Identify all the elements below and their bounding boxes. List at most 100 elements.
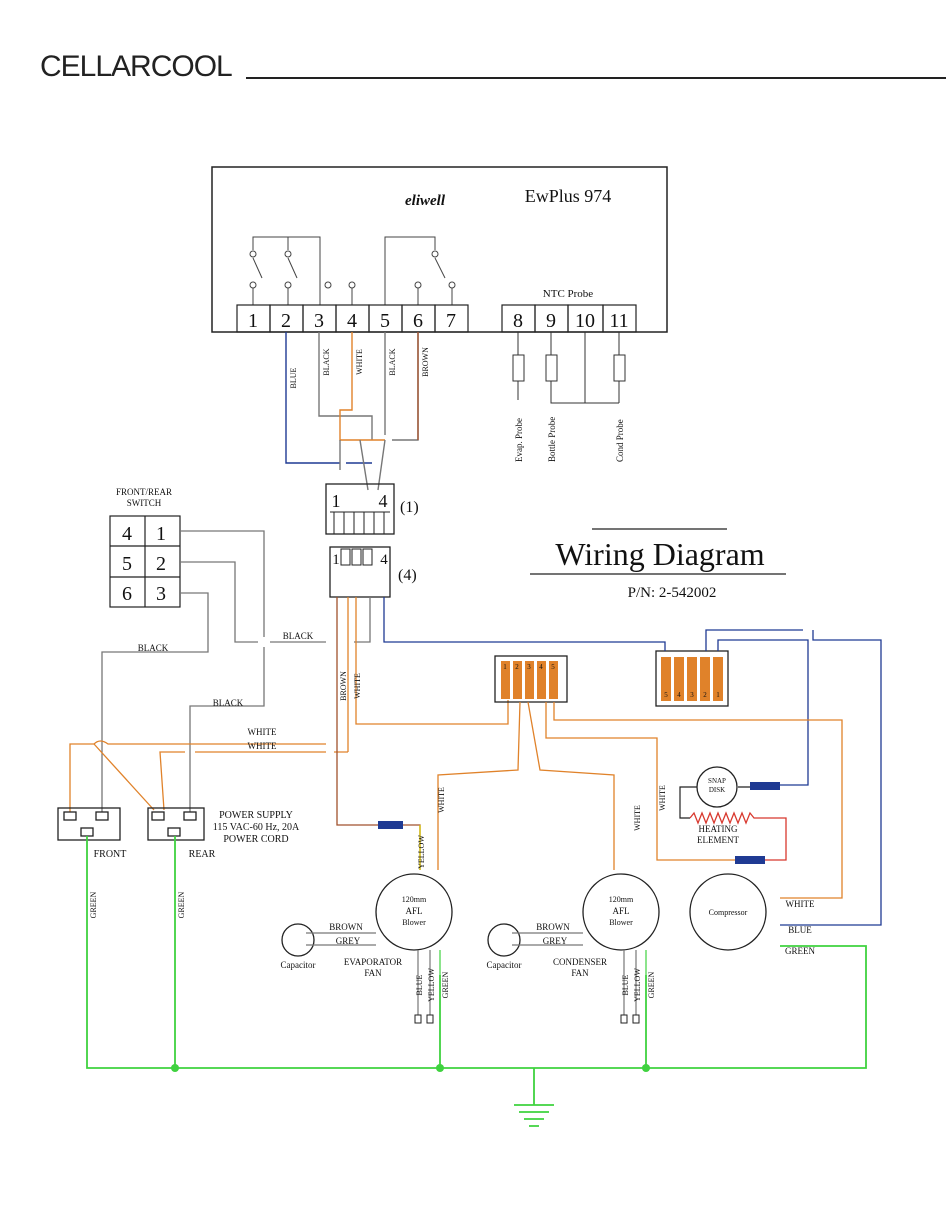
switch-cell-6: 6: [122, 583, 132, 605]
plug-a-left: 1: [332, 491, 341, 511]
evap-fan-label-1: EVAPORATOR: [344, 957, 402, 967]
power-plug-front: [57, 807, 121, 841]
evap-brown: BROWN: [329, 922, 363, 932]
brown-wire: [336, 597, 378, 826]
block-a-3: 3: [527, 663, 531, 671]
label-yellow: YELLOW: [417, 835, 426, 869]
block-a-5: 5: [551, 663, 555, 671]
brand-logo: CELLARCOOL: [40, 50, 233, 83]
cond-grey: GREY: [543, 936, 568, 946]
switch-cell-5: 5: [122, 553, 132, 575]
evap-lead-blue: BLUE: [415, 974, 424, 995]
plug-b: [329, 546, 391, 598]
plug-a-tag: (1): [400, 499, 419, 516]
label-black-mid: BLACK: [213, 698, 244, 708]
snap-disk: [679, 766, 780, 819]
probe-bottle: Bottle Probe: [547, 417, 557, 462]
evap-grey: GREY: [336, 936, 361, 946]
label-comp-white: WHITE: [786, 899, 815, 909]
ground-bus: [86, 836, 867, 1127]
evap-connector: [378, 821, 421, 870]
switch-cell-2: 2: [156, 553, 166, 575]
relay-contacts: [249, 236, 456, 305]
terminal-block-a: [494, 655, 568, 703]
cond-fan-label-2: FAN: [571, 968, 589, 978]
probe-evap: Evap. Probe: [514, 418, 524, 462]
label-white-2: WHITE: [248, 741, 277, 751]
block-a-2: 2: [515, 663, 519, 671]
power-line-3: POWER CORD: [223, 834, 288, 845]
wire-label-t4: WHITE: [355, 349, 364, 375]
wire-label-t3: BLACK: [322, 348, 331, 375]
label-white-vert: WHITE: [353, 673, 362, 699]
terminal-4: 4: [347, 310, 357, 332]
cond-fan: [487, 873, 660, 1024]
cond-fan-line1: 120mm: [609, 895, 634, 904]
plug-b-tag: (4): [398, 567, 417, 584]
controller-box: eliwell EwPlus 974 NTC Probe: [211, 166, 668, 333]
controller-logo: eliwell: [405, 193, 446, 209]
label-green-front: GREEN: [89, 891, 98, 918]
label-black-left: BLACK: [138, 643, 169, 653]
ntc-probe-label: NTC Probe: [543, 288, 594, 300]
header-rule: [246, 77, 946, 79]
block-b-3: 3: [690, 691, 694, 699]
terminal-10: 10: [575, 310, 595, 332]
cond-capacitor: Capacitor: [487, 960, 522, 970]
block-a-1: 1: [503, 663, 507, 671]
evap-fan-line3: Blower: [402, 918, 426, 927]
label-comp-blue: BLUE: [788, 925, 812, 935]
switch-title-2: SWITCH: [127, 498, 162, 508]
cond-fan-line2: AFL: [612, 906, 629, 916]
heater-line1: HEATING: [699, 824, 738, 834]
cond-lead-green: GREEN: [647, 971, 656, 998]
evap-fan: [281, 873, 453, 1024]
power-line-2: 115 VAC-60 Hz, 20A: [213, 822, 300, 833]
label-cond-white-1: WHITE: [633, 805, 642, 831]
terminal-6: 6: [413, 310, 423, 332]
terminal-3: 3: [314, 310, 324, 332]
controller-wires: [285, 332, 419, 491]
block-a-4: 4: [539, 663, 543, 671]
heating-element: [689, 811, 787, 864]
front-rear-switch: [109, 515, 181, 608]
power-plug-rear: [147, 807, 205, 841]
plug-a-right: 4: [379, 491, 388, 511]
heater-line2: ELEMENT: [697, 835, 739, 845]
cond-lead-blue: BLUE: [621, 974, 630, 995]
snap-disk-line2: DISK: [709, 786, 725, 794]
terminal-7: 7: [446, 310, 456, 332]
label-white-1: WHITE: [248, 727, 277, 737]
plug-b-left: 1: [332, 552, 340, 568]
label-cond-white-2: WHITE: [658, 785, 667, 811]
power-line-1: POWER SUPPLY: [219, 810, 293, 821]
white-wires: [69, 597, 509, 812]
diagram-title: Wiring Diagram: [555, 536, 764, 572]
label-comp-green: GREEN: [785, 946, 815, 956]
plug-b-right: 4: [380, 552, 388, 568]
block-b-4: 2: [703, 691, 707, 699]
label-black-switch-top: BLACK: [283, 631, 314, 641]
snap-disk-line1: SNAP: [708, 777, 726, 785]
evap-lead-green: GREEN: [441, 971, 450, 998]
label-evap-white: WHITE: [437, 787, 446, 813]
terminal-9: 9: [546, 310, 556, 332]
label-green-rear: GREEN: [177, 891, 186, 918]
terminal-block-b: [655, 650, 729, 707]
terminal-11: 11: [609, 310, 628, 332]
evap-fan-line1: 120mm: [402, 895, 427, 904]
cond-fan-line3: Blower: [609, 918, 633, 927]
compressor: [689, 873, 767, 951]
compressor-label: Compressor: [709, 908, 748, 917]
switch-cell-4: 4: [122, 523, 132, 545]
switch-title-1: FRONT/REAR: [116, 487, 172, 497]
part-number: P/N: 2-542002: [628, 585, 717, 601]
terminal-8: 8: [513, 310, 523, 332]
terminal-5: 5: [380, 310, 390, 332]
fan-wires: [437, 701, 843, 899]
evap-capacitor: Capacitor: [281, 960, 316, 970]
block-b-2: 4: [677, 691, 681, 699]
wire-label-t2: BLUE: [289, 367, 298, 388]
